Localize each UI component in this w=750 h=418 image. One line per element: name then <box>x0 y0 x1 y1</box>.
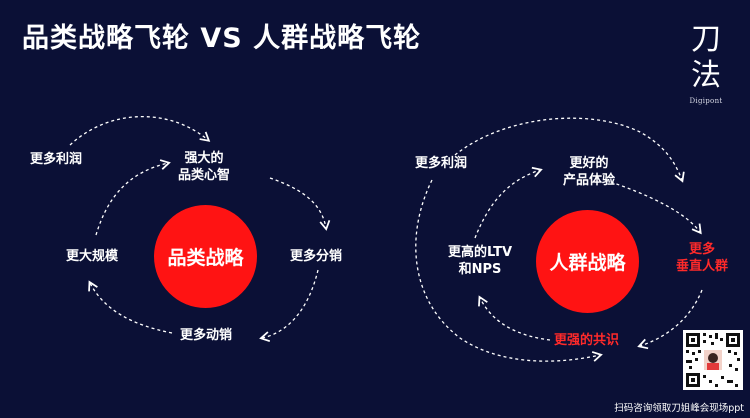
right-arrow-bottom <box>478 295 551 341</box>
right-label-consensus: 更强的共识 <box>554 333 620 348</box>
right-label-ltv-nps: 更高的LTV 和NPS <box>448 245 513 277</box>
left-label-mindshare: 强大的 品类心智 <box>178 151 231 183</box>
brand-char-1: 刀 <box>691 22 721 57</box>
right-arrow-top <box>454 117 685 183</box>
right-label-product-experience: 更好的 产品体验 <box>563 156 616 188</box>
footer-caption: 扫码咨询领取刀姐峰会现场ppt <box>614 403 744 414</box>
right-arrow-upper-right <box>604 179 702 235</box>
left-arrow-bottom <box>88 280 173 334</box>
left-center-circle: 品类战略 <box>154 205 257 308</box>
brand-char-2: 法 <box>691 58 721 93</box>
right-label-profit: 更多利润 <box>415 156 468 171</box>
left-label-scale: 更大规模 <box>66 249 119 264</box>
left-label-distribution: 更多分销 <box>290 249 343 264</box>
right-arrow-inner <box>474 166 543 239</box>
left-label-profit: 更多利润 <box>30 152 83 167</box>
brand-subtitle: Digipont <box>689 97 723 105</box>
right-label-vertical-audience: 更多 垂直人群 <box>676 242 729 274</box>
left-arrow-lower-right <box>259 269 319 342</box>
right-arrow-outer-left <box>415 179 603 362</box>
right-center-circle: 人群战略 <box>536 210 639 313</box>
left-arrow-inner <box>95 159 171 236</box>
right-arrow-lower-right <box>637 289 703 350</box>
right-center-label: 人群战略 <box>549 252 626 274</box>
left-label-sell-through: 更多动销 <box>180 328 233 343</box>
brand-logo: 刀 法 Digipont <box>686 22 726 105</box>
left-center-label: 品类战略 <box>167 247 244 269</box>
left-arrow-upper-right <box>269 177 331 231</box>
qr-code-graphic <box>683 330 743 390</box>
page-title: 品类战略飞轮 VS 人群战略飞轮 <box>22 23 422 54</box>
qr-code <box>683 330 743 390</box>
left-arrow-top <box>69 115 211 146</box>
